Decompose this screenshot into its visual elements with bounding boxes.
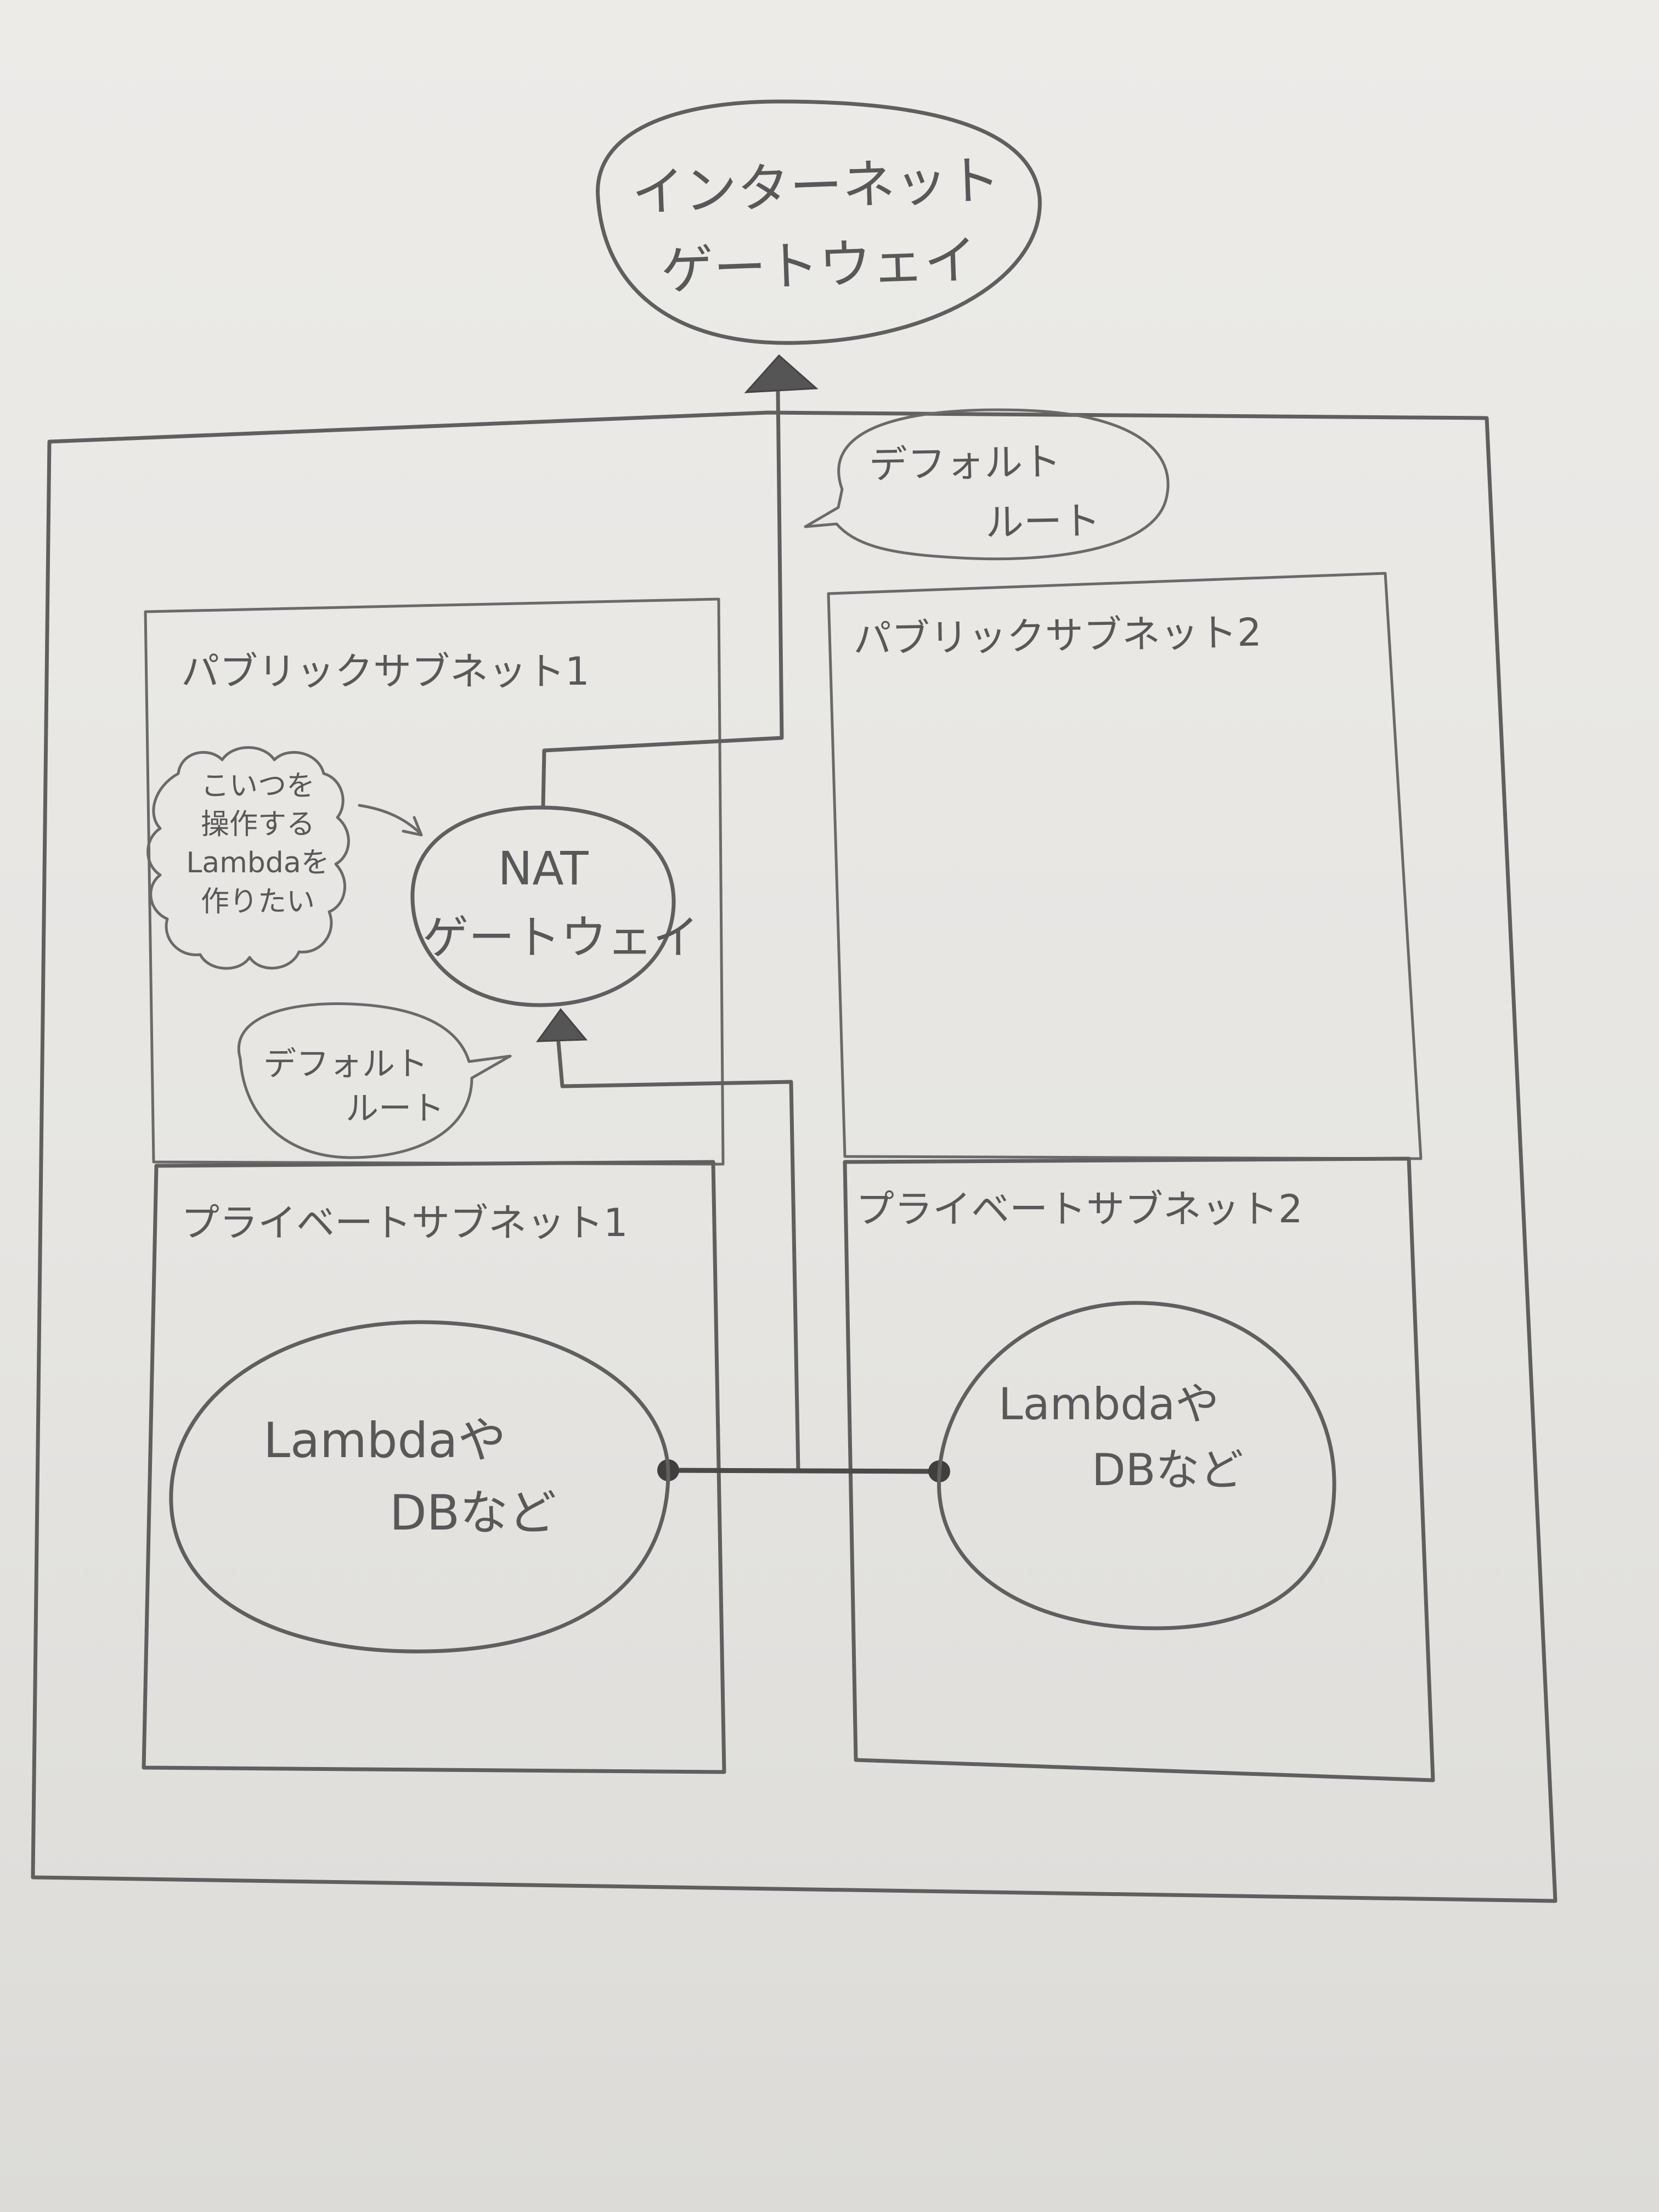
internet-gateway-line2: ゲートウェイ	[659, 229, 978, 302]
default-route-top-line1: デフォルト	[868, 439, 1062, 488]
igw-arrowhead	[744, 354, 819, 393]
resources-2-label: Lambdaや DBなど	[998, 1372, 1243, 1503]
nat-gateway-label: NAT ゲートウェイ	[422, 834, 699, 972]
resources-1-line2: DBなど	[390, 1485, 557, 1541]
public-subnet-1-box	[144, 597, 725, 1166]
note-line4: 作りたい	[200, 885, 315, 918]
resources-1-label: Lambdaや DBなど	[263, 1404, 556, 1549]
private-subnet-2-box	[843, 1156, 1435, 1782]
resources-2-line2: DBなど	[1092, 1444, 1244, 1496]
default-route-top-label: デフォルト ルート	[868, 431, 1101, 554]
private-subnet-1-label: プライベートサブネット1	[181, 1200, 628, 1245]
default-route-nat-label: デフォルト ルート	[263, 1042, 444, 1131]
note-thought-label: こいつを 操作する Lambdaを 作りたい	[165, 767, 351, 921]
resources-1-ellipse	[169, 1320, 670, 1654]
internet-gateway-label: インターネット ゲートウェイ	[606, 140, 1029, 312]
route-private-to-nat	[556, 1040, 800, 1472]
note-line2: 操作する	[200, 808, 315, 842]
note-arrow	[358, 804, 423, 837]
note-thought-cloud	[146, 746, 350, 970]
resources-1-line1: Lambdaや	[263, 1412, 506, 1469]
public-subnet-1-label: パブリックサブネット1	[181, 649, 590, 694]
private-subnet-1-box	[142, 1160, 726, 1774]
public-subnet-2-label: パブリックサブネット2	[853, 610, 1262, 662]
note-line1: こいつを	[200, 770, 315, 803]
nat-gateway-line2: ゲートウェイ	[422, 911, 699, 964]
public-subnet-2-box	[827, 572, 1423, 1160]
route-nat-to-igw	[541, 388, 784, 809]
resources-2-ellipse	[937, 1301, 1336, 1630]
default-route-nat-line2: ルート	[346, 1090, 444, 1128]
nat-gateway-ellipse	[410, 805, 676, 1007]
vpc-frame	[31, 410, 1558, 1903]
internet-gateway-ellipse	[596, 99, 1042, 345]
private-subnet-2-label: プライベートサブネット2	[856, 1187, 1303, 1232]
nat-arrowhead	[535, 1008, 588, 1042]
connection-resources	[665, 1468, 942, 1474]
note-line3: Lambdaを	[186, 847, 330, 880]
default-route-top-line2: ルート	[985, 498, 1101, 545]
default-route-top-bubble	[804, 408, 1170, 561]
default-route-nat-line1: デフォルト	[263, 1045, 428, 1084]
internet-gateway-line1: インターネット	[630, 149, 1002, 224]
resources-2-line1: Lambdaや	[998, 1379, 1220, 1430]
default-route-nat-bubble	[237, 1002, 512, 1159]
nat-gateway-line1: NAT	[498, 842, 589, 895]
